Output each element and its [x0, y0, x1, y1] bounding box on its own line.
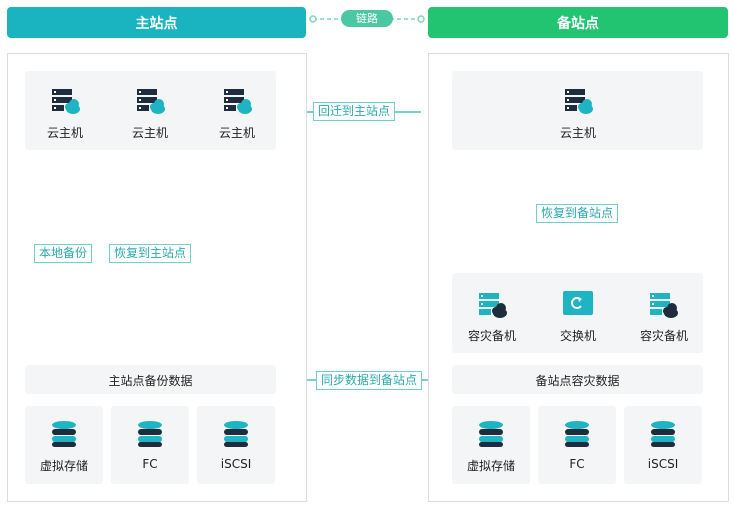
restore-primary-tag: 恢复到主站点 [109, 244, 192, 263]
backup-site-header: 备站点 [428, 7, 728, 38]
backup-storage-label: iSCSI [647, 457, 679, 471]
primary-vm-label: 云主机 [46, 126, 83, 140]
sync-backup-tag: 同步数据到备站点 [316, 371, 423, 390]
database-icon [650, 421, 676, 451]
database-icon [223, 421, 249, 451]
primary-vm-label: 云主机 [218, 126, 255, 140]
link-badge: 链路 [341, 10, 393, 27]
backup-storage-label: 虚拟存储 [466, 459, 515, 473]
database-icon [51, 421, 77, 451]
switch-icon [563, 291, 593, 319]
primary-backup-data-label: 主站点备份数据 [108, 374, 193, 388]
database-icon [478, 421, 504, 451]
primary-storage-label: iSCSI [220, 457, 252, 471]
backup-storage-label: FC [569, 457, 585, 471]
restore-backup-tag: 恢复到备站点 [536, 204, 619, 223]
primary-site-title: 主站点 [135, 15, 178, 32]
dr-server-icon [479, 293, 507, 323]
cloud-server-icon [52, 89, 80, 119]
backup-vm-label: 云主机 [559, 126, 596, 140]
primary-vm-label: 云主机 [131, 126, 168, 140]
switch-label: 交换机 [559, 329, 596, 343]
return-primary-tag: 回迁到主站点 [313, 102, 396, 121]
dr-server-icon [650, 293, 678, 323]
backup-dr-data-label: 备站点容灾数据 [535, 374, 620, 388]
dr-item-label: 容灾备机 [467, 329, 516, 343]
link-label: 链路 [356, 12, 378, 25]
local-backup-tag: 本地备份 [34, 244, 93, 263]
primary-storage-label: 虚拟存储 [39, 459, 88, 473]
dr-item-label: 容灾备机 [639, 329, 688, 343]
cloud-server-icon [137, 89, 165, 119]
primary-storage-label: FC [142, 457, 158, 471]
cloud-server-icon [565, 89, 593, 119]
backup-site-title: 备站点 [557, 15, 599, 32]
primary-site-header: 主站点 [7, 7, 306, 38]
backup-vm-panel [452, 71, 703, 150]
database-icon [137, 421, 163, 451]
database-icon [564, 421, 590, 451]
backup-dr-data-bar: 备站点容灾数据 [452, 365, 703, 394]
primary-backup-data-bar: 主站点备份数据 [25, 365, 276, 394]
cloud-server-icon [224, 89, 252, 119]
